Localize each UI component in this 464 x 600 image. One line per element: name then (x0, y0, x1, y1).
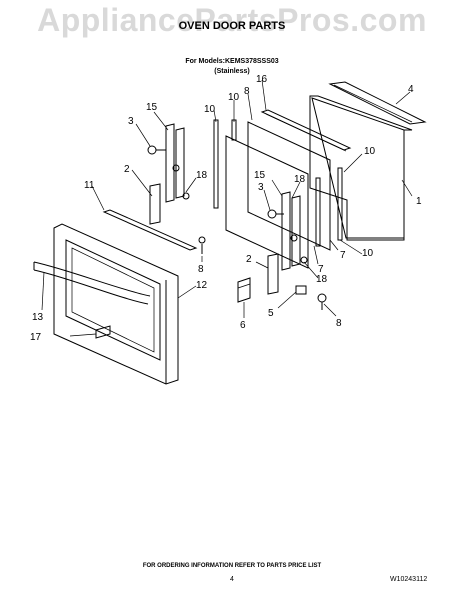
part-outer-door (53, 223, 179, 385)
watermark: AppliancePartsPros.com (37, 2, 427, 38)
part-bracket (237, 277, 251, 303)
callout-10c: 10 (362, 248, 374, 259)
callout-12: 12 (196, 280, 208, 291)
model-line: For Models:KEMS378SSS03 (185, 58, 279, 65)
page-number: 4 (230, 576, 234, 583)
callout-8b: 8 (198, 264, 204, 275)
callout-8: 8 (244, 86, 250, 97)
part-top-trim (328, 81, 427, 125)
callout-2b: 2 (246, 254, 252, 265)
callout-16: 16 (256, 74, 268, 85)
part-inner-glass-a (247, 121, 331, 251)
callout-1: 1 (416, 196, 422, 207)
part-channel-bar (260, 109, 352, 152)
callout-11: 11 (84, 180, 95, 191)
part-right-hinge (267, 191, 308, 295)
document-number: W10243112 (390, 576, 428, 583)
callout-7b: 7 (340, 250, 346, 261)
callout-2: 2 (124, 164, 130, 175)
part-inner-glass-b (225, 135, 309, 269)
callout-8c: 8 (336, 318, 342, 329)
part-left-hinge (149, 123, 190, 225)
callout-4: 4 (408, 84, 414, 95)
leader-lines (41, 79, 413, 337)
callout-3b: 3 (258, 182, 264, 193)
ordering-note: FOR ORDERING INFORMATION REFER TO PARTS … (142, 563, 322, 569)
callout-5: 5 (268, 308, 274, 319)
part-outer-glass (309, 95, 413, 241)
part-clip (295, 285, 307, 295)
part-vent-strip (102, 209, 198, 251)
callout-17: 17 (30, 332, 42, 343)
callout-3: 3 (128, 116, 134, 127)
part-badge (95, 325, 111, 339)
part-door-handle (33, 261, 151, 305)
callout-18: 18 (196, 170, 208, 181)
page-title: OVEN DOOR PARTS (178, 20, 286, 32)
callout-numbers: 4 1 16 8 10 10 15 3 2 18 11 8 12 13 17 1… (30, 74, 422, 343)
callout-10b: 10 (204, 104, 216, 115)
callout-10: 10 (228, 92, 240, 103)
callout-18c: 18 (316, 274, 328, 285)
callout-13: 13 (32, 312, 44, 323)
part-screws (147, 145, 327, 310)
callout-18b: 18 (294, 174, 306, 185)
callout-10d: 10 (364, 146, 376, 157)
callout-15: 15 (146, 102, 158, 113)
callout-15b: 15 (254, 170, 266, 181)
callout-7: 7 (318, 264, 324, 275)
finish-line: (Stainless) (214, 68, 250, 75)
callout-6: 6 (240, 320, 246, 331)
